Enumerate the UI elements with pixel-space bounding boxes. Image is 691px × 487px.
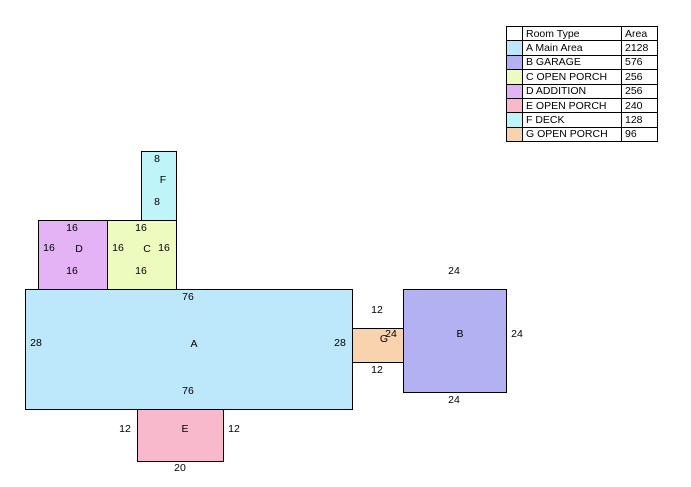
room-f-letter: F: [159, 174, 167, 186]
legend-row: E OPEN PORCH 240: [506, 97, 658, 114]
legend-room-name: F DECK: [522, 112, 622, 128]
room-f-dim-top: 8: [154, 153, 160, 165]
room-d-dim-top: 16: [66, 222, 78, 234]
legend-row: B GARAGE 576: [506, 54, 658, 71]
room-b-dim-right: 24: [511, 328, 523, 340]
room-a-dim-bottom: 76: [182, 385, 194, 397]
legend-room-area: 96: [621, 126, 658, 143]
legend-swatch: [506, 112, 523, 128]
room-legend-table: Room Type Area A Main Area 2128 B GARAGE…: [506, 25, 658, 143]
room-a-dim-top: 76: [182, 291, 194, 303]
legend-room-area: 2128: [621, 40, 658, 56]
room-g-letter: G: [379, 333, 389, 345]
legend-room-name: E OPEN PORCH: [522, 97, 622, 114]
legend-row: C OPEN PORCH 256: [506, 69, 658, 85]
legend-room-name: C OPEN PORCH: [522, 69, 622, 85]
legend-room-area: 128: [621, 112, 658, 128]
legend-room-name: D ADDITION: [522, 83, 622, 99]
room-c-dim-bottom: 16: [135, 265, 147, 277]
legend-header-area: Area: [621, 25, 658, 42]
room-g-dim-top: 12: [371, 304, 383, 316]
legend-swatch: [506, 97, 523, 114]
legend-swatch: [506, 126, 523, 143]
room-b-dim-top: 24: [448, 265, 460, 277]
legend-swatch: [506, 83, 523, 99]
room-e-dim-left: 12: [119, 423, 131, 435]
room-g-open-porch: [352, 328, 404, 363]
room-c-dim-left: 16: [112, 242, 124, 254]
legend-room-area: 240: [621, 97, 658, 114]
room-f-dim-bottom: 8: [154, 196, 160, 208]
legend-room-area: 256: [621, 69, 658, 85]
legend-row: D ADDITION 256: [506, 83, 658, 99]
legend-room-area: 576: [621, 54, 658, 71]
legend-swatch: [506, 40, 523, 56]
room-b-dim-left: 24: [385, 328, 397, 340]
legend-swatch: [506, 69, 523, 85]
legend-room-area: 256: [621, 83, 658, 99]
room-c-dim-top: 16: [135, 222, 147, 234]
legend-room-name: B GARAGE: [522, 54, 622, 71]
room-a-dim-right: 28: [334, 337, 346, 349]
room-g-dim-bottom: 12: [371, 364, 383, 376]
room-d-dim-bottom: 16: [66, 265, 78, 277]
legend-room-name: G OPEN PORCH: [522, 126, 622, 143]
room-a-dim-left: 28: [30, 337, 42, 349]
legend-header-swatch: [506, 25, 523, 42]
room-c-letter: C: [143, 243, 151, 255]
room-e-open-porch: [137, 409, 224, 462]
room-b-dim-bottom: 24: [448, 394, 460, 406]
room-e-dim-bottom: 20: [174, 462, 186, 474]
room-d-addition: [38, 220, 108, 290]
legend-room-name: A Main Area: [522, 40, 622, 56]
room-d-dim-left: 16: [43, 242, 55, 254]
room-b-letter: B: [456, 328, 464, 340]
legend-swatch: [506, 54, 523, 71]
room-e-dim-right: 12: [228, 423, 240, 435]
legend-row: A Main Area 2128: [506, 40, 658, 56]
room-d-letter: D: [75, 243, 83, 255]
legend-row: F DECK 128: [506, 112, 658, 128]
room-a-letter: A: [190, 338, 198, 350]
room-a-main-area: [25, 289, 353, 410]
room-f-deck: [141, 151, 177, 221]
legend-row: G OPEN PORCH 96: [506, 126, 658, 143]
legend-header-room-type: Room Type: [522, 25, 622, 42]
room-c-dim-right: 16: [158, 242, 170, 254]
legend-header-row: Room Type Area: [506, 25, 658, 42]
room-e-letter: E: [181, 423, 189, 435]
room-b-garage: [403, 289, 507, 393]
